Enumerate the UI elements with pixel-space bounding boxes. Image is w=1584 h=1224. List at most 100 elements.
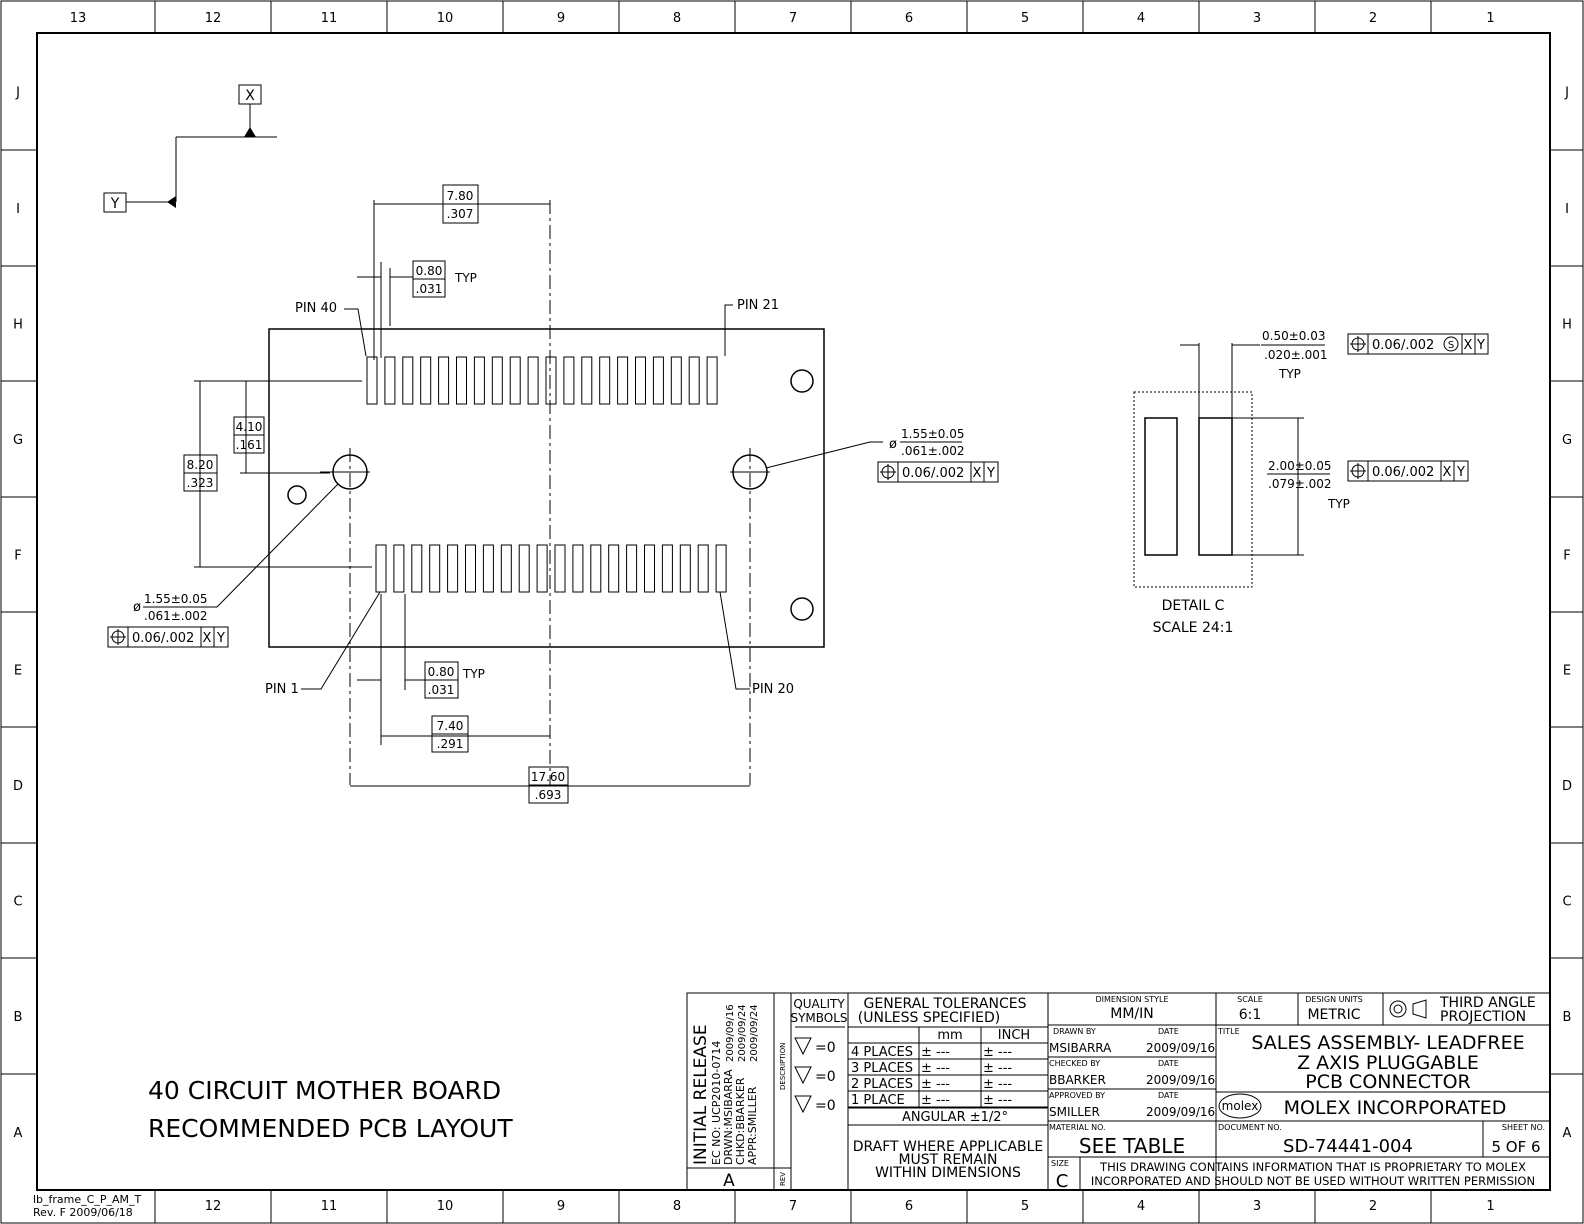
drawn-by-label: DRAWN BY [1053,1027,1096,1036]
tol-header-1: GENERAL TOLERANCES [864,996,1027,1012]
detail-w-in: .020±.001 [1264,348,1328,362]
revision-block: INITIAL RELEASE EC NO: UCP2010-0714 DRWN… [686,992,792,1191]
mounting-hole [790,369,814,393]
pin-21-label: PIN 21 [737,298,779,313]
quality-triangle-icon [794,1066,812,1085]
dim-740-mm: 7.40 [437,719,464,733]
row-label: H [1562,318,1572,333]
units-label: DESIGN UNITS [1305,995,1363,1004]
column-label: 3 [1253,1199,1261,1214]
detail-h-mm: 2.00±0.05 [1268,459,1332,473]
pad-top [473,356,485,405]
pad-top [706,356,718,405]
pad-bottom [429,544,441,593]
doc-no: SD-74441-004 [1283,1136,1413,1157]
pad-top [652,356,664,405]
row-label: C [1562,895,1571,910]
quality-symbols-block: QUALITY SYMBOLS =0=0=0 [790,992,849,1191]
drawing-title-line1: 40 CIRCUIT MOTHER BOARD [148,1076,501,1105]
detail-w-mm: 0.50±0.03 [1262,329,1326,343]
fcf-hole-right-tol: 0.06/.002 [902,466,964,481]
pad-bottom [608,544,620,593]
rev-chkd: CHKD:BBARKER [734,1077,747,1165]
molex-logo-text: molex [1222,1099,1259,1113]
row-label: A [1563,1126,1572,1141]
sheet-label: SHEET NO. [1502,1123,1545,1132]
molex-logo: molex [1218,1093,1262,1119]
rev-initial-release: INITIAL RELEASE [691,1024,711,1165]
pin-20-label: PIN 20 [752,682,794,697]
approved-by-label: APPROVED BY [1049,1091,1105,1100]
fcf-detail-2-x: X [1443,465,1452,480]
datum-y: Y [103,192,176,213]
pad-top [563,356,575,405]
tol-col-mm: mm [937,1028,962,1043]
column-label: 13 [70,11,87,26]
drawing-title-line2: RECOMMENDED PCB LAYOUT [148,1114,513,1143]
quality-header-1: QUALITY [793,997,845,1011]
column-label: 5 [1021,11,1029,26]
scale-value: 6:1 [1239,1007,1262,1023]
row-label: E [14,664,22,679]
approved-by: SMILLER [1049,1105,1100,1119]
mounting-hole [287,485,307,505]
column-label: 10 [437,11,454,26]
quality-value: =0 [815,1098,836,1114]
frame-rev: Rev. F 2009/06/18 [33,1206,133,1219]
doc-no-label: DOCUMENT NO. [1218,1123,1282,1132]
row-label: B [1563,1010,1572,1025]
row-label: A [14,1126,23,1141]
pad-bottom [715,544,727,593]
fcf-detail-2-y: Y [1456,465,1465,480]
column-label: 3 [1253,11,1261,26]
column-label: 12 [205,11,222,26]
detail-pad-right [1198,417,1233,556]
units-value: METRIC [1307,1007,1360,1023]
title-line2: Z AXIS PLUGGABLE [1297,1052,1479,1074]
column-label: 8 [673,11,681,26]
hole-left-mm: 1.55±0.05 [144,592,208,606]
pad-top [581,356,593,405]
pad-row-bottom [375,544,727,593]
mounting-hole [790,597,814,621]
drawn-by: MSIBARRA [1049,1041,1112,1055]
pad-row-top [366,356,718,405]
tol-angular: ANGULAR ±1/2° [902,1110,1008,1125]
column-label: 2 [1369,11,1377,26]
column-label: 9 [557,1199,565,1214]
dim-410-in: .161 [236,438,263,452]
dim-pitch-bot-mm: 0.80 [428,665,455,679]
tol-row-mm: ± --- [921,1061,950,1076]
tol-row-label: 4 PLACES [851,1045,913,1060]
tol-row-mm: ± --- [921,1093,950,1108]
pad-top [402,356,414,405]
pad-bottom [447,544,459,593]
pad-bottom [697,544,709,593]
pcb-layout-view: 7.80 .307 0.80 .031 TYP PIN 40 PIN 21 PI… [107,184,999,804]
column-label: 11 [321,1199,338,1214]
column-label: 4 [1137,1199,1145,1214]
detail-h-typ: TYP [1327,497,1350,511]
company-name: MOLEX INCORPORATED [1284,1097,1507,1119]
material-label: MATERIAL NO. [1049,1123,1106,1132]
frame-id: lb_frame_C_P_AM_T [33,1193,141,1206]
projection-line1: THIRD ANGLE [1439,995,1536,1011]
pin-1-label: PIN 1 [265,682,299,697]
tol-draft-2: MUST REMAIN [898,1152,997,1168]
pad-top [527,356,539,405]
tol-draft-3: WITHIN DIMENSIONS [875,1165,1021,1181]
rev-drwn: DRWN:MSIBARRA [722,1069,735,1165]
row-label: J [1564,86,1569,101]
datum-x: X [175,84,277,202]
checked-by-label: CHECKED BY [1049,1059,1100,1068]
tolerance-rows: 4 PLACES± ---± ---3 PLACES± ---± ---2 PL… [848,1045,1048,1108]
pad-bottom [661,544,673,593]
pad-top [617,356,629,405]
fcf-hole-right-y: Y [986,466,995,481]
row-label: D [13,779,23,794]
dim-pitch-bot-in: .031 [428,683,455,697]
approved-date-label: DATE [1158,1091,1179,1100]
hole-right-in: .061±.002 [901,444,965,458]
material-value: SEE TABLE [1079,1134,1185,1158]
